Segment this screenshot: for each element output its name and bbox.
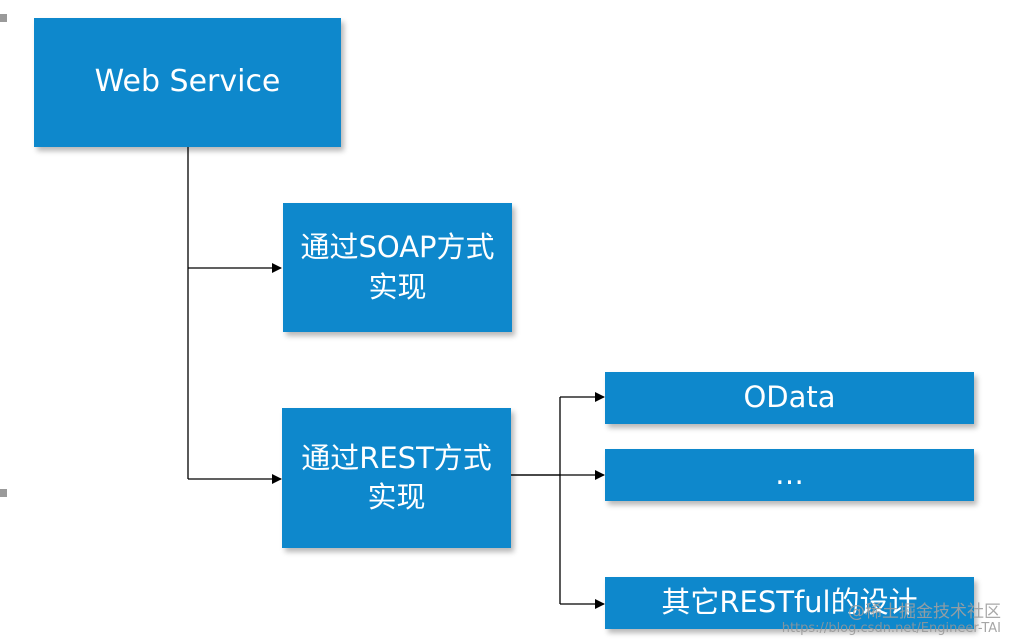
node-rest: 通过REST方式实现	[282, 408, 511, 548]
watermark: @稀土掘金技术社区 https://blog.csdn.net/Engineer…	[782, 603, 1001, 636]
node-odata-label: OData	[743, 380, 836, 415]
node-odata: OData	[605, 372, 974, 424]
node-web-service-label: Web Service	[94, 64, 281, 100]
watermark-url: https://blog.csdn.net/Engineer-TAI	[781, 620, 1001, 636]
node-web-service: Web Service	[34, 18, 341, 147]
node-soap-label: 通过SOAP方式实现	[300, 230, 495, 304]
edge-marker	[0, 14, 7, 22]
watermark-brand: @稀土掘金技术社区	[848, 602, 1001, 623]
node-restful: 其它RESTful的设计	[605, 577, 974, 629]
node-soap: 通过SOAP方式实现	[283, 203, 512, 332]
node-ellipsis: …	[605, 449, 974, 501]
node-rest-label: 通过REST方式实现	[301, 440, 492, 514]
edge-marker	[0, 489, 7, 497]
node-restful-label: 其它RESTful的设计	[661, 585, 918, 620]
node-ellipsis-label: …	[775, 457, 804, 492]
